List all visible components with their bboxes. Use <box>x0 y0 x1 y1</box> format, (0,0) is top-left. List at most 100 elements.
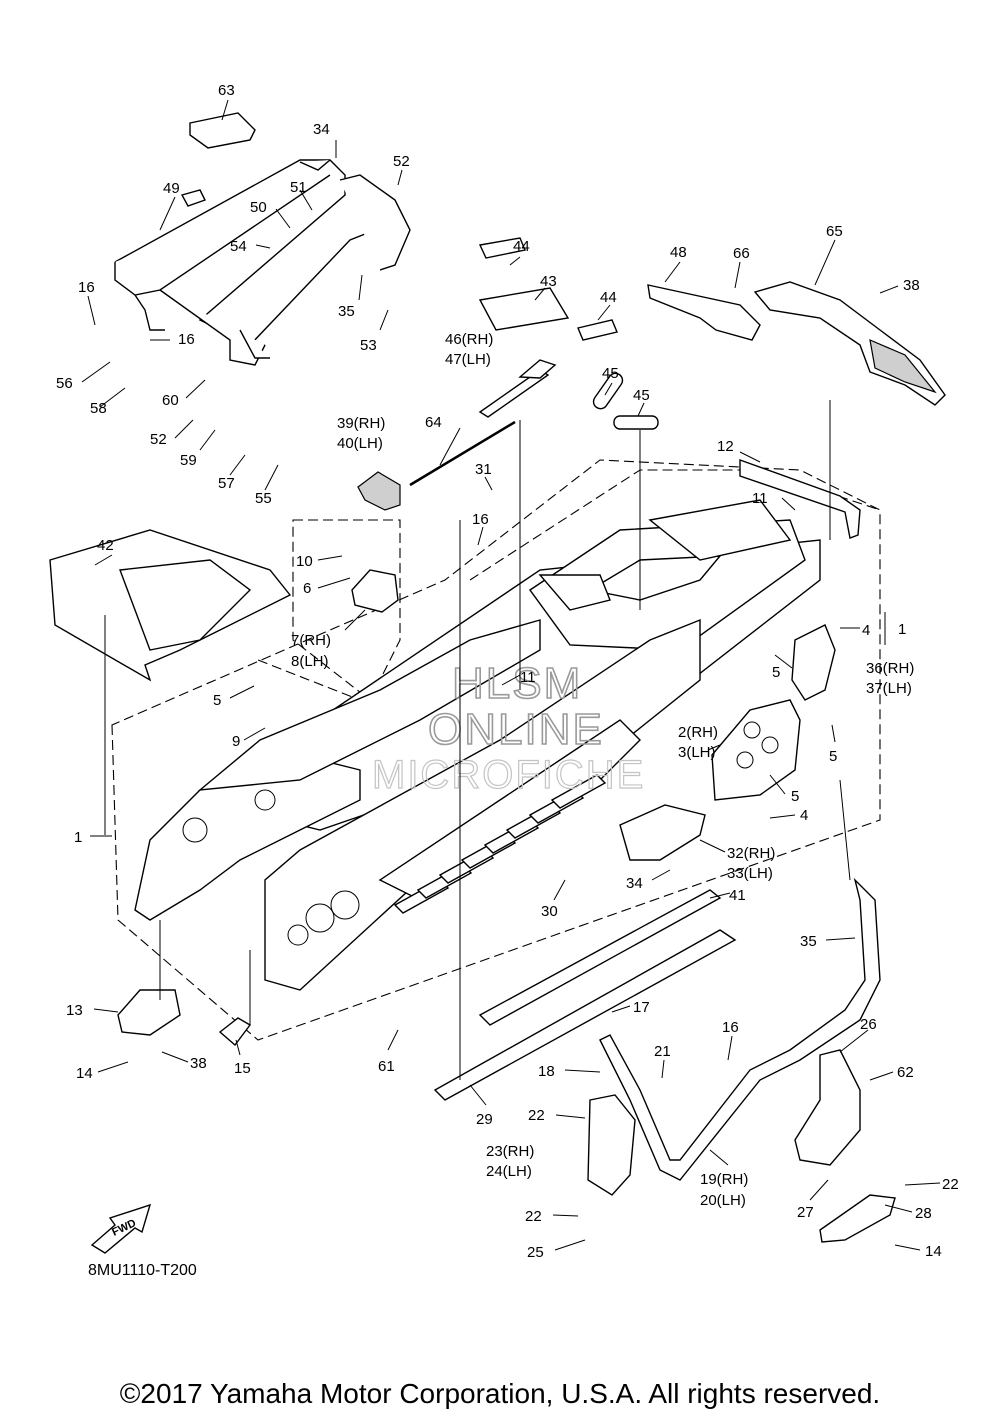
callout-41: 41 <box>729 887 746 904</box>
cover-13 <box>117 989 181 1036</box>
watermark-line-1: HLSM <box>452 659 582 708</box>
callout-61: 61 <box>378 1058 395 1075</box>
rear-flap-shade <box>869 339 937 394</box>
callout-50: 50 <box>250 199 267 216</box>
rear-plate <box>647 284 761 341</box>
callout-16c: 16 <box>472 511 489 528</box>
callout-10: 10 <box>296 553 313 570</box>
fwd-arrow-icon <box>90 1203 152 1254</box>
callout-5a: 5 <box>772 664 780 681</box>
callout-22a: 22 <box>528 1107 545 1124</box>
callout-36: 36(RH) <box>866 660 914 677</box>
side-panel-left <box>134 754 361 921</box>
callout-48: 48 <box>670 244 687 261</box>
bracket-32 <box>619 804 706 861</box>
callout-45a: 45 <box>602 365 619 382</box>
callout-57: 57 <box>218 475 235 492</box>
callout-5d: 5 <box>791 788 799 805</box>
callout-28: 28 <box>915 1205 932 1222</box>
callout-5c: 5 <box>829 748 837 765</box>
callout-1a: 1 <box>898 621 906 638</box>
callout-4b: 4 <box>800 807 808 824</box>
decal-large <box>478 287 570 331</box>
callout-64: 64 <box>425 414 442 431</box>
callout-17: 17 <box>633 999 650 1016</box>
callout-65: 65 <box>826 223 843 240</box>
callout-16d: 16 <box>722 1019 739 1036</box>
callout-45b: 45 <box>633 387 650 404</box>
bumper-b <box>613 415 659 430</box>
plate-15 <box>218 1017 252 1047</box>
callout-3: 3(LH) <box>678 744 716 761</box>
callout-25: 25 <box>527 1244 544 1261</box>
callout-43: 43 <box>540 273 557 290</box>
callout-38b: 38 <box>190 1055 207 1072</box>
rack-pad <box>189 112 256 149</box>
tunnel <box>198 499 821 831</box>
copyright-notice: ©2017 Yamaha Motor Corporation, U.S.A. A… <box>119 1378 881 1409</box>
callout-14a: 14 <box>76 1065 93 1082</box>
callout-30: 30 <box>541 903 558 920</box>
slide-rail-hook <box>518 359 557 379</box>
bracket-23 <box>587 1094 636 1196</box>
rear-rack <box>114 159 411 366</box>
callout-62: 62 <box>897 1064 914 1081</box>
callout-51: 51 <box>290 179 307 196</box>
flap-39 <box>357 471 401 511</box>
decal-small-a <box>478 237 526 259</box>
handle-28 <box>819 1194 896 1243</box>
callout-42: 42 <box>97 537 114 554</box>
callout-11b: 11 <box>520 669 536 686</box>
callout-23: 23(RH) <box>486 1143 534 1160</box>
assembly-boundary-bracket <box>292 519 401 701</box>
callout-22b: 22 <box>942 1176 959 1193</box>
callout-26: 26 <box>860 1016 877 1033</box>
callout-19: 19(RH) <box>700 1171 748 1188</box>
callout-18: 18 <box>538 1063 555 1080</box>
callout-31: 31 <box>475 461 492 478</box>
side-panel-upper <box>197 619 541 791</box>
slide-rail <box>478 369 550 418</box>
callout-60: 60 <box>162 392 179 409</box>
callout-11a: 11 <box>752 490 768 507</box>
callout-55: 55 <box>255 490 272 507</box>
callout-29: 29 <box>476 1111 493 1128</box>
callout-33: 33(LH) <box>727 865 773 882</box>
callout-21: 21 <box>654 1043 671 1060</box>
callout-20: 20(LH) <box>700 1192 746 1209</box>
callout-52b: 52 <box>150 431 167 448</box>
callout-52: 52 <box>393 153 410 170</box>
callout-27: 27 <box>797 1204 814 1221</box>
callout-16b: 16 <box>178 331 195 348</box>
guard-42-cutout <box>119 559 252 651</box>
callout-22c: 22 <box>525 1208 542 1225</box>
watermark-line-3: MICROFICHE <box>372 753 645 797</box>
running-board <box>264 618 701 991</box>
callout-66: 66 <box>733 245 750 262</box>
callout-40: 40(LH) <box>337 435 383 452</box>
assembly-boundary-rear <box>469 469 881 581</box>
rear-flap <box>753 281 946 406</box>
callout-24: 24(LH) <box>486 1163 532 1180</box>
decal-small-b <box>577 319 618 341</box>
watermark-line-2: ONLINE <box>428 705 604 754</box>
callout-37: 37(LH) <box>866 680 912 697</box>
leader-lines <box>81 99 941 1251</box>
rear-bracket <box>739 459 861 539</box>
callout-15: 15 <box>234 1060 251 1077</box>
callout-34: 34 <box>313 121 330 138</box>
plate-26 <box>794 1049 861 1166</box>
callout-44b: 44 <box>600 289 617 306</box>
callout-47: 47(LH) <box>445 351 491 368</box>
callout-labels: 63 34 52 51 50 49 54 35 53 16 16 56 58 6… <box>56 82 959 1261</box>
callout-56: 56 <box>56 375 73 392</box>
callout-49: 49 <box>163 180 180 197</box>
callout-58: 58 <box>90 400 107 417</box>
callout-46: 46(RH) <box>445 331 493 348</box>
callout-2: 2(RH) <box>678 724 718 741</box>
callout-63: 63 <box>218 82 235 99</box>
callout-39: 39(RH) <box>337 415 385 432</box>
rail-29 <box>433 929 737 1101</box>
